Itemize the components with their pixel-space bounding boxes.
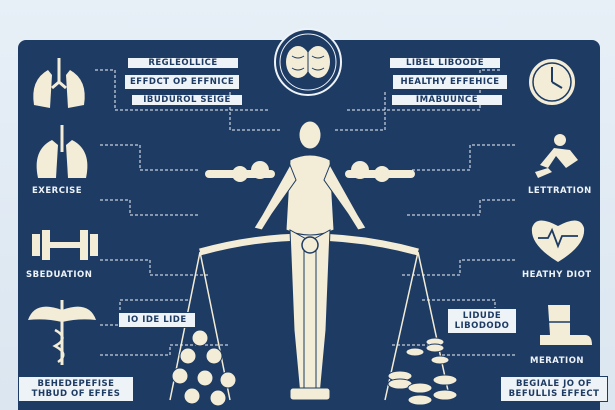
top-left-caption: REGLEOLLICE — [128, 58, 238, 68]
brain-icon — [274, 28, 342, 96]
runner-icon — [535, 134, 578, 178]
top-left-line3: IBUDUROL SEIGE — [143, 95, 231, 105]
label-meration: MERATION — [530, 356, 585, 366]
label-lettration: LETTRATION — [528, 186, 592, 196]
bottom-right-line2: BEFULLIS EFFECT — [508, 389, 600, 399]
mid-left-box: IO IDE LIDE — [118, 312, 196, 328]
clock-icon — [527, 57, 577, 107]
bottom-right-line1: BEGIALE JO OF — [515, 379, 593, 389]
bottom-left-box: BEHEDEPEFISE THBUD OF EFFES — [18, 376, 134, 402]
boot-icon — [540, 305, 592, 345]
top-left-line2: EFFDCT OP EFFNICE — [130, 77, 235, 87]
top-right-line2: HEALTHY EFFEHICE — [400, 77, 500, 87]
top-left-line1: REGLEOLLICE — [148, 58, 218, 68]
mid-right-line2: LIBODODO — [454, 321, 510, 331]
label-sbeduation: SBEDUATION — [26, 270, 93, 280]
top-right-caption: LIBEL LIBOODE — [390, 58, 500, 68]
mid-right-line1: LIDUDE — [462, 311, 502, 321]
heart-icon — [531, 220, 585, 262]
pills-left — [171, 329, 237, 407]
top-right-line3: IMABUUNCE — [415, 95, 479, 105]
coins-right — [387, 337, 458, 406]
top-left-line3-wrap: IBUDUROL SEIGE — [132, 95, 242, 105]
bottom-right-box: BEGIALE JO OF BEFULLIS EFFECT — [500, 376, 608, 402]
spine-chain — [205, 161, 415, 182]
bottom-left-line2: THBUD OF EFFES — [31, 389, 121, 399]
lungs-icon — [33, 58, 85, 108]
top-right-line1: LIBEL LIBOODE — [405, 58, 485, 68]
bottom-left-line1: BEHEDEPEFISE — [37, 379, 115, 389]
label-exercise: EXERCISE — [32, 186, 83, 196]
caduceus-icon — [28, 300, 96, 365]
mid-right-box: LIDUDE LIBODODO — [447, 308, 517, 334]
top-right-line3-wrap: IMABUUNCE — [392, 95, 502, 105]
label-heathy-diot: HEATHY DIOT — [522, 270, 592, 280]
dumbbell-icon — [32, 230, 98, 260]
lungs-icon-2 — [36, 125, 88, 178]
top-right-box: HEALTHY EFFEHICE — [392, 74, 508, 90]
top-left-box: EFFDCT OP EFFNICE — [124, 74, 240, 90]
scale-pivot — [289, 236, 331, 401]
